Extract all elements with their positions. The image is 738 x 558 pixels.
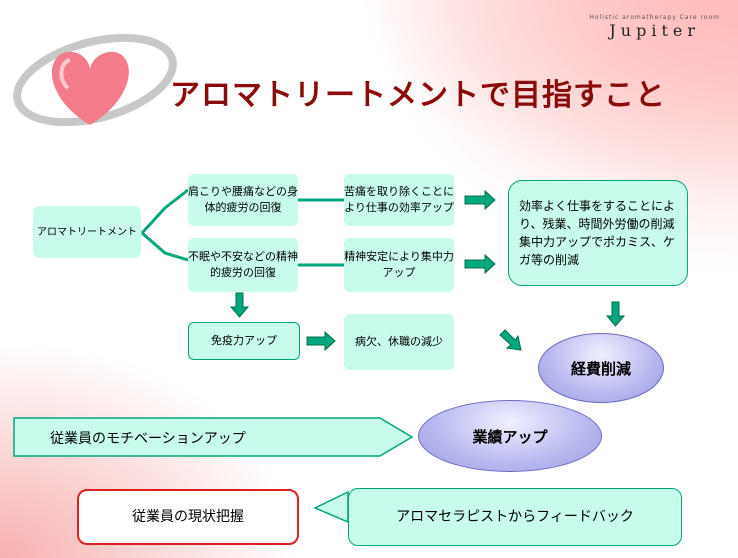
page-title: アロマトリートメントで目指すこと bbox=[170, 78, 666, 113]
arrow-right-icon bbox=[306, 330, 336, 352]
arrow-down-icon bbox=[229, 292, 250, 318]
logo-name: Jupiter bbox=[609, 21, 700, 40]
node-mental: 不眠や不安などの精神的疲労の回復 bbox=[188, 238, 298, 292]
arrow-right-icon bbox=[464, 189, 496, 211]
arrow-diagonal-icon bbox=[499, 329, 522, 351]
node-result: 効率よく仕事をすることにより、残業、時間外労働の削減 集中力アップでポカミス、ケ… bbox=[508, 180, 688, 286]
node-feedback: アロマセラピストからフィードバック bbox=[348, 488, 682, 546]
motivation-arrow-shape bbox=[13, 417, 414, 457]
node-physical: 肩こりや腰痛などの身体的疲労の回復 bbox=[188, 174, 298, 226]
node-efficiency: 苦痛を取り除くことにより仕事の効率アップ bbox=[344, 174, 454, 226]
arrow-right-icon bbox=[464, 253, 496, 275]
logo-subtitle: Holistic aromatherapy Care room bbox=[589, 14, 720, 21]
node-focus: 精神安定により集中力アップ bbox=[344, 238, 454, 292]
node-immunity: 免疫力アップ bbox=[188, 322, 300, 360]
ring-icon bbox=[13, 33, 177, 127]
node-root: アロマトリートメント bbox=[33, 206, 141, 258]
arrows bbox=[229, 189, 626, 352]
heart-icon bbox=[51, 51, 129, 125]
branch-line bbox=[140, 188, 189, 235]
node-cost: 経費削減 bbox=[538, 333, 664, 403]
node-absence: 病欠、休職の減少 bbox=[344, 314, 454, 370]
node-motivation: 従業員のモチベーションアップ bbox=[50, 431, 246, 447]
branch-line bbox=[141, 231, 189, 262]
node-performance: 業績アップ bbox=[418, 400, 602, 472]
logo: Holistic aromatherapy Care room Jupiter bbox=[589, 14, 720, 40]
arrow-down-icon bbox=[605, 301, 626, 327]
node-status: 従業員の現状把握 bbox=[77, 489, 299, 545]
